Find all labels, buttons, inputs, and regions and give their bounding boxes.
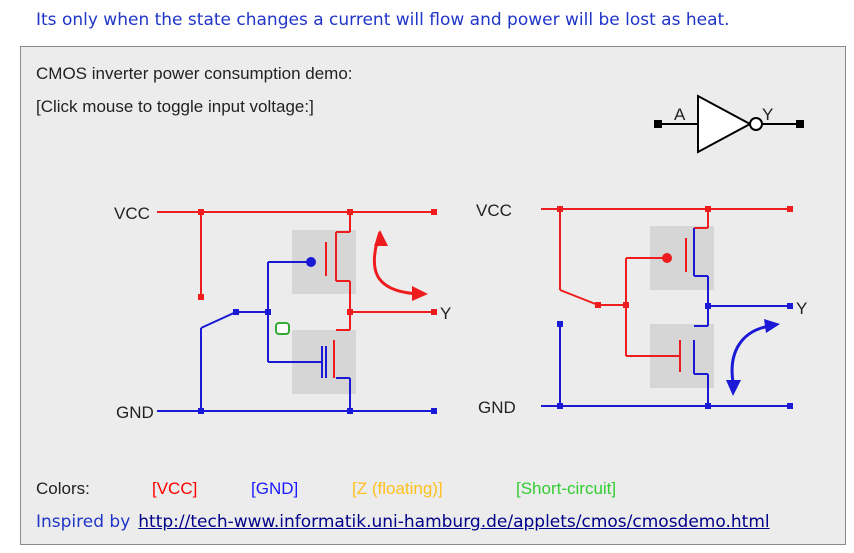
- source-link[interactable]: http://tech-www.informatik.uni-hamburg.d…: [138, 512, 770, 532]
- demo-instruction: [Click mouse to toggle input voltage:]: [36, 97, 314, 116]
- right-output-label: Y: [796, 299, 807, 318]
- right-gnd-wires: [541, 228, 790, 407]
- inverter-symbol: A Y: [654, 94, 804, 154]
- demo-title: CMOS inverter power consumption demo:: [36, 64, 353, 83]
- symbol-output-label: Y: [762, 105, 773, 124]
- credit-prefix: Inspired by: [36, 512, 131, 532]
- symbol-input-label: A: [674, 105, 686, 124]
- left-gnd-label: GND: [116, 403, 154, 422]
- caption: Its only when the state changes a curren…: [36, 10, 730, 30]
- left-output-label: Y: [440, 304, 451, 323]
- legend-short-circuit: [Short-circuit]: [516, 479, 617, 498]
- legend-vcc: [VCC]: [152, 479, 198, 498]
- right-inverter-circuit[interactable]: VCC GND Y: [476, 201, 807, 417]
- credit-line: Inspired by http://tech-www.informatik.un…: [36, 512, 770, 532]
- right-vcc-label: VCC: [476, 201, 512, 220]
- legend-gnd: [GND]: [251, 479, 299, 498]
- right-gnd-label: GND: [478, 398, 516, 417]
- left-vcc-label: VCC: [114, 204, 150, 223]
- right-current-arrow: [730, 324, 771, 389]
- legend-label: Colors:: [36, 479, 90, 498]
- left-inverter-circuit[interactable]: VCC GND Y: [114, 204, 451, 422]
- legend-floating: [Z (floating)]: [352, 479, 443, 498]
- short-circuit-indicator: [275, 322, 290, 335]
- right-vcc-wires: [541, 208, 790, 372]
